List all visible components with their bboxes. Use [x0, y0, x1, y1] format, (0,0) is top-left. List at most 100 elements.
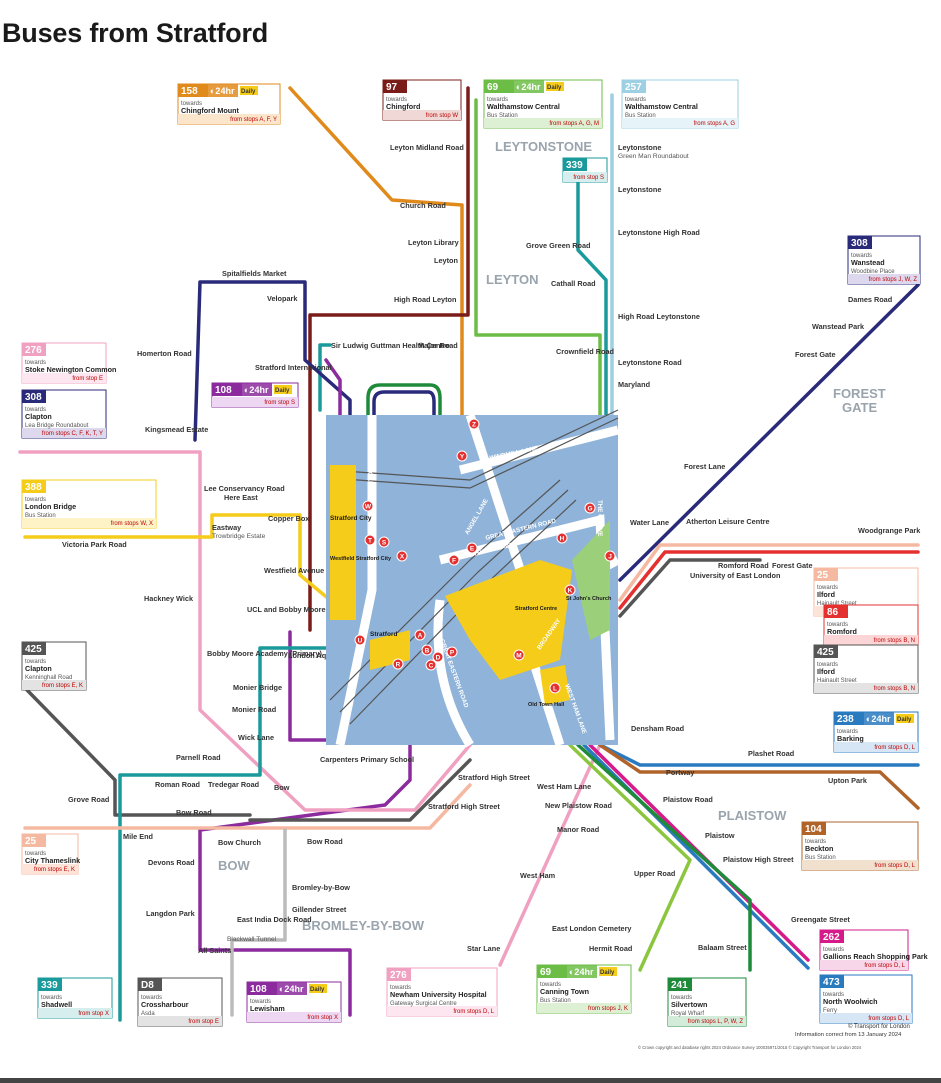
- destination-label: Walthamstow Central: [487, 102, 560, 111]
- route-425-right-line: [618, 558, 762, 618]
- stop-label: Upper Road: [634, 869, 675, 878]
- route-308-right-line: [618, 283, 920, 582]
- from-stops-label: from stops E, K: [42, 683, 83, 689]
- destination-sub: Woodbine Place: [851, 269, 895, 275]
- route-number-badge: [38, 978, 62, 991]
- stop-marker-d[interactable]: D: [432, 651, 444, 663]
- stop-marker-w[interactable]: W: [362, 500, 374, 512]
- stop-marker-a[interactable]: A: [414, 629, 426, 641]
- stop-marker-g[interactable]: G: [584, 502, 596, 514]
- route-number-badge: [814, 645, 838, 658]
- area-leyton: LEYTON: [486, 272, 539, 287]
- stop-marker-e[interactable]: E: [466, 542, 478, 554]
- route-97-line: [308, 86, 470, 632]
- stop-marker-x[interactable]: X: [396, 550, 408, 562]
- stop-marker-l[interactable]: L: [549, 682, 561, 694]
- route-number-badge: [668, 978, 692, 991]
- stop-label: Bow Road: [307, 837, 343, 846]
- stop-label: Stratford International: [255, 363, 332, 372]
- destination-label: Ilford: [817, 590, 835, 599]
- route-number-badge: [212, 383, 242, 396]
- daily-badge: Daily: [310, 987, 325, 993]
- svg-text:U: U: [358, 638, 363, 645]
- stop-label: West Ham: [520, 871, 556, 880]
- route-number-badge: [802, 822, 826, 835]
- towards-label: towards: [540, 982, 561, 988]
- westfield-building: [330, 465, 356, 620]
- svg-text:C: C: [429, 663, 434, 670]
- stop-marker-p[interactable]: P: [446, 646, 458, 658]
- stop-label: East India Dock Road: [237, 915, 312, 924]
- stop-marker-h[interactable]: H: [556, 532, 568, 544]
- stop-label: West Ham Lane: [537, 782, 591, 791]
- stratford-inset-map[interactable]: MONTFICHET ROAD WINDMILL LANE ANGEL LANE…: [326, 409, 621, 748]
- towards-label: towards: [25, 497, 46, 503]
- towards-label: towards: [25, 407, 46, 413]
- stratford-centre-building: [445, 560, 572, 680]
- route-number: 25: [817, 570, 829, 581]
- stop-label: Wanstead Park: [812, 322, 865, 331]
- route-339-bot-line: [318, 343, 332, 412]
- area-forest-gate-2: GATE: [842, 400, 877, 415]
- stop-marker-z[interactable]: Z: [468, 418, 480, 430]
- stop-label: Cathall Road: [551, 279, 596, 288]
- stop-marker-u[interactable]: U: [354, 634, 366, 646]
- stop-marker-r[interactable]: R: [392, 658, 404, 670]
- area-bow: BOW: [218, 858, 251, 873]
- stop-marker-m[interactable]: M: [513, 649, 525, 661]
- stop-marker-f[interactable]: F: [448, 554, 460, 566]
- stop-marker-c[interactable]: C: [425, 659, 437, 671]
- route-108-top-line: [324, 358, 342, 417]
- stop-marker-s[interactable]: S: [378, 536, 390, 548]
- svg-text:L: L: [553, 686, 557, 693]
- stop-label: Hackney Wick: [144, 594, 194, 603]
- towards-label: towards: [250, 999, 271, 1005]
- destination-sub: Hainault Street: [817, 601, 857, 607]
- route-D8-line: [230, 828, 287, 1017]
- towards-label: towards: [671, 995, 692, 1001]
- stop-marker-y[interactable]: Y: [456, 450, 468, 462]
- stop-marker-t[interactable]: T: [364, 534, 376, 546]
- area-bromley-by-bow: BROMLEY-BY-BOW: [302, 918, 425, 933]
- route-number-badge: [178, 84, 208, 97]
- route-number-badge: [138, 978, 162, 991]
- svg-text:St John's Church: St John's Church: [566, 596, 612, 602]
- stop-marker-k[interactable]: K: [564, 584, 576, 596]
- stop-marker-b[interactable]: B: [421, 644, 433, 656]
- stop-label: Densham Road: [631, 724, 684, 733]
- page-title: Buses from Stratford: [2, 18, 269, 48]
- stop-marker-j[interactable]: J: [604, 550, 616, 562]
- stop-label: Bobby Moore Academy (Primary): [207, 649, 322, 658]
- towards-label: towards: [487, 97, 508, 103]
- route-number: 86: [827, 607, 839, 618]
- towards-label: towards: [823, 992, 844, 998]
- route-25-right-line: [618, 543, 920, 602]
